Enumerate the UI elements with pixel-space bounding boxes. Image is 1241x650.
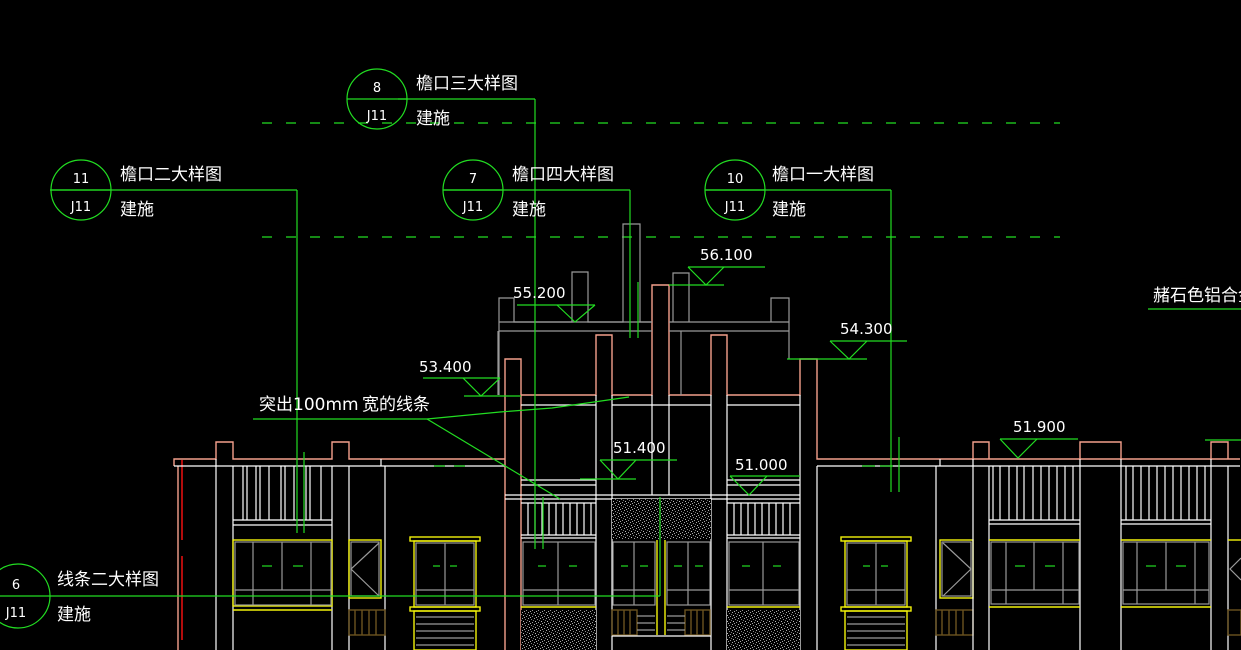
- elevation-value: 56.100: [700, 246, 753, 264]
- elevation-value: 51.400: [613, 439, 666, 457]
- detail-callout-7[interactable]: 7 J11 檐口四大样图 建施: [442, 159, 614, 221]
- detail-callout-8[interactable]: 8 J11 檐口三大样图 建施: [346, 68, 518, 130]
- stone-panel-top: [612, 499, 711, 539]
- callout-sheet: J11: [70, 200, 91, 215]
- elevation-triangle-icon: [462, 377, 501, 397]
- window-bay-right: [840, 536, 912, 650]
- dashed-guide-lines: [262, 122, 1060, 238]
- callout-number: 7: [469, 172, 477, 187]
- elevation-mark: 54.300: [787, 320, 907, 360]
- window-bay-left: [409, 536, 481, 650]
- elevation-marks: 56.100 55.200 54.300 53.400 51.900 51.400 51.0…: [419, 246, 1078, 496]
- elevation-value: 53.400: [419, 358, 472, 376]
- note-material: 赭石色铝合金: [1153, 286, 1241, 306]
- detail-callout-10[interactable]: 10 J11 檐口一大样图 建施: [704, 159, 874, 221]
- elevation-triangle-icon: [599, 459, 637, 480]
- elevation-mark: 51.900: [999, 418, 1078, 459]
- elevation-triangle-icon: [829, 340, 868, 360]
- window-left-1: [232, 539, 333, 611]
- note-protrusion-left: 突出100mm: [259, 395, 359, 415]
- window-right-1: [989, 539, 1080, 608]
- balcony-railing-left: [233, 466, 332, 526]
- callout-title: 檐口二大样图: [120, 165, 222, 185]
- elevation-value: 51.000: [735, 456, 788, 474]
- balcony-railing-right-1: [989, 466, 1080, 525]
- callout-number: 11: [73, 172, 90, 187]
- window-edge-right: [1227, 539, 1241, 636]
- elevation-triangle-icon: [729, 475, 768, 496]
- window-center-2: [611, 540, 658, 636]
- detail-callout-11[interactable]: 11 J11 檐口二大样图 建施: [50, 159, 222, 221]
- stone-panel-left: [521, 610, 596, 650]
- window-small-right: [935, 539, 974, 636]
- callout-subtitle: 建施: [416, 109, 450, 129]
- balcony-railing-right-2: [1121, 466, 1211, 525]
- callout-subtitle: 建施: [772, 200, 806, 220]
- callout-sheet: J11: [462, 200, 483, 215]
- callout-number: 6: [12, 578, 20, 593]
- elevation-value: 51.900: [1013, 418, 1066, 436]
- elevation-triangle-icon: [556, 304, 596, 323]
- balcony-railing-center: [521, 502, 800, 539]
- callout-number: 8: [373, 81, 381, 96]
- elevation-triangle-icon: [687, 266, 725, 286]
- window-center-3: [612, 540, 711, 637]
- callout-number: 10: [727, 172, 744, 187]
- elevation-mark: 51.400: [580, 439, 677, 480]
- callout-subtitle: 建施: [57, 605, 91, 625]
- elevation-mark: 53.400: [419, 358, 521, 397]
- building-elevation: [173, 223, 1241, 650]
- callout-title: 檐口四大样图: [512, 165, 614, 185]
- callout-sheet: J11: [724, 200, 745, 215]
- elevation-mark: 51.000: [729, 456, 800, 496]
- elevation-triangle-icon: [999, 438, 1038, 459]
- window-center-4: [727, 541, 800, 608]
- note-protrusion-right: 宽的线条: [362, 395, 430, 415]
- elevation-value: 55.200: [513, 284, 566, 302]
- callout-title: 线条二大样图: [57, 570, 159, 590]
- window-center-1: [521, 541, 596, 608]
- central-tower: [497, 223, 1240, 650]
- callout-title: 檐口一大样图: [772, 165, 874, 185]
- callout-subtitle: 建施: [120, 200, 154, 220]
- stone-panel-right: [727, 610, 800, 650]
- elevation-value: 54.300: [840, 320, 893, 338]
- elevation-mark: 56.100: [669, 246, 765, 286]
- elevation-mark: 55.200: [513, 284, 596, 323]
- callout-title: 檐口三大样图: [416, 74, 518, 94]
- callout-sheet: J11: [5, 606, 26, 621]
- detail-callout-6[interactable]: 6 J11 线条二大样图 建施: [0, 563, 159, 629]
- window-small-left: [348, 539, 386, 636]
- callout-sheet: J11: [366, 109, 387, 124]
- callout-subtitle: 建施: [512, 200, 546, 220]
- window-right-2: [1121, 539, 1211, 608]
